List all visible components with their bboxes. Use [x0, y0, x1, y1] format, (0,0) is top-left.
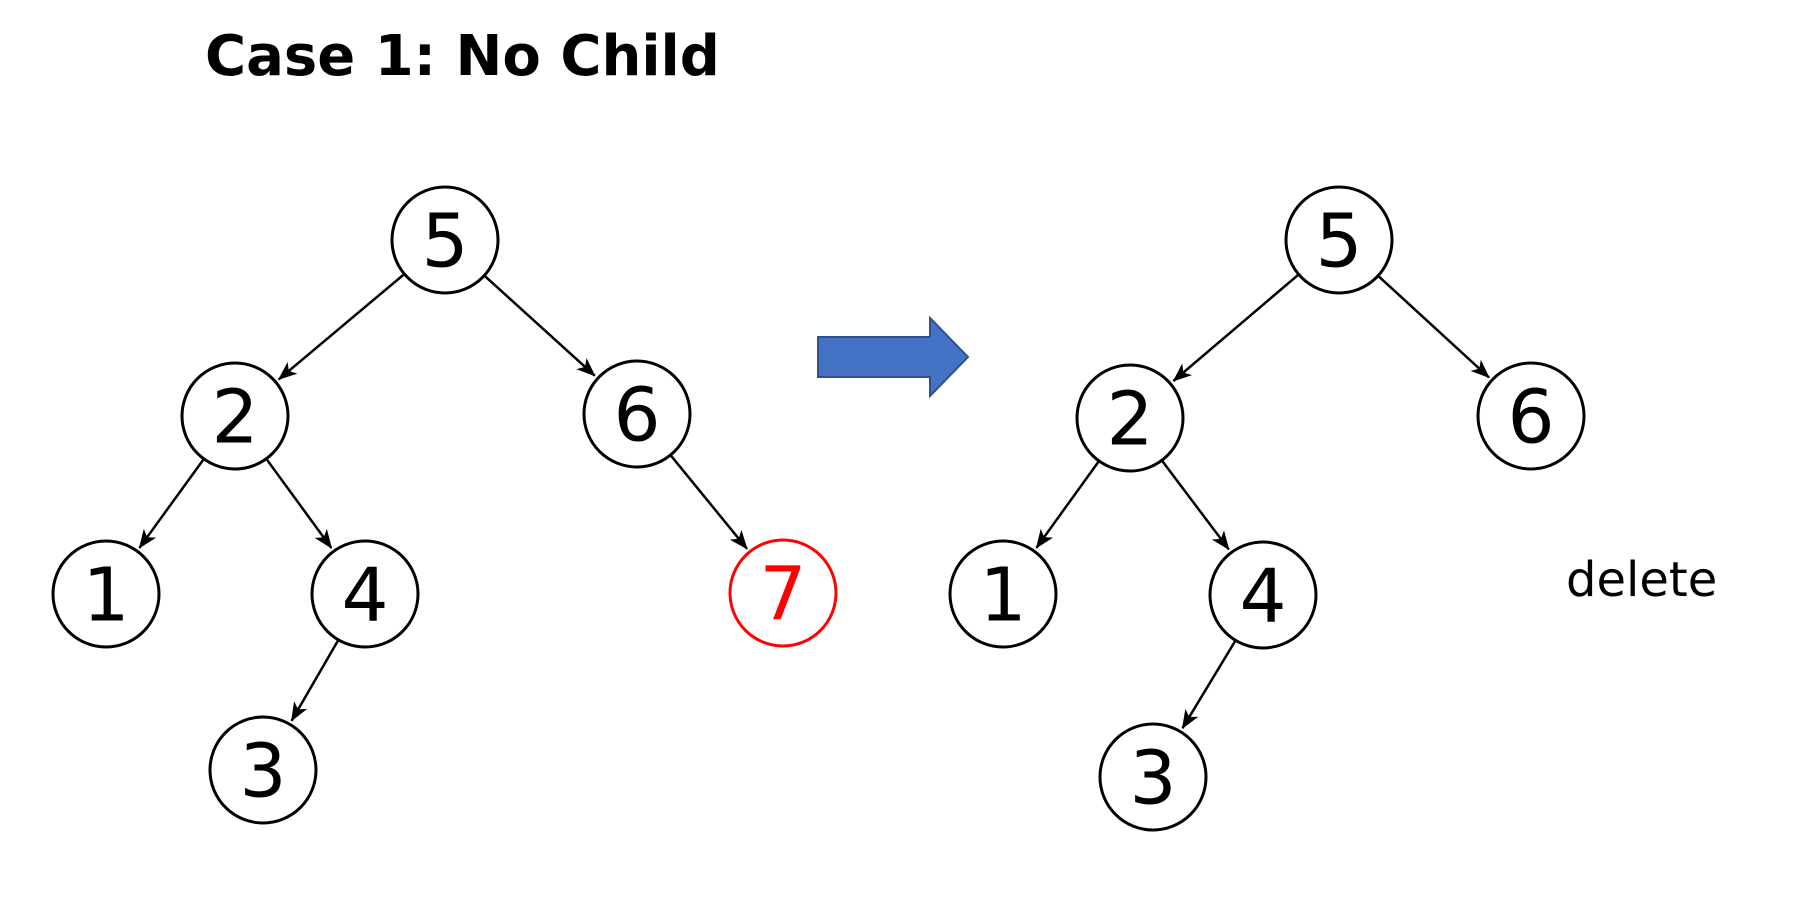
node-label: 7	[759, 552, 806, 638]
node-before-1: 1	[51, 539, 161, 649]
node-after-2: 2	[1075, 363, 1185, 473]
edge-before-5-2	[277, 273, 406, 381]
edge-after-5-2	[1172, 273, 1300, 382]
edge-before-2-1	[138, 458, 205, 549]
node-before-7: 7	[728, 538, 838, 648]
node-circle	[582, 359, 692, 469]
node-after-1: 1	[948, 539, 1058, 649]
node-label: 1	[82, 553, 129, 639]
delete-label: delete	[1566, 552, 1718, 608]
trees-layer: 5 2 6 1 4 3 7 5 2 6 1 4 3	[51, 185, 1586, 832]
node-before-3: 3	[208, 715, 318, 825]
node-label: 1	[979, 553, 1026, 639]
node-circle	[51, 539, 161, 649]
node-label: 3	[239, 729, 286, 815]
node-after-6: 6	[1476, 361, 1586, 471]
node-label: 2	[211, 375, 258, 461]
edge-before-2-4	[265, 458, 333, 549]
edge-after-4-3	[1181, 639, 1237, 730]
node-circle	[310, 539, 420, 649]
node-label: 6	[613, 373, 660, 459]
node-after-3: 3	[1098, 722, 1208, 832]
node-label: 3	[1129, 736, 1176, 822]
node-circle	[390, 185, 500, 295]
edge-before-6-7	[669, 454, 748, 550]
edge-after-2-1	[1035, 460, 1101, 549]
node-label: 6	[1507, 375, 1554, 461]
node-before-4: 4	[310, 539, 420, 649]
node-circle	[1476, 361, 1586, 471]
node-circle	[208, 715, 318, 825]
node-before-5: 5	[390, 185, 500, 295]
node-before-6: 6	[582, 359, 692, 469]
node-label: 2	[1106, 377, 1153, 463]
tree-after: 5 2 6 1 4 3	[948, 185, 1586, 832]
edge-after-2-4	[1160, 459, 1230, 551]
node-label: 4	[1239, 554, 1286, 640]
node-circle	[728, 538, 838, 648]
node-circle	[948, 539, 1058, 649]
edge-before-4-3	[290, 639, 340, 722]
node-circle	[1075, 363, 1185, 473]
node-after-4: 4	[1208, 540, 1318, 650]
node-label: 4	[341, 553, 388, 639]
node-circle	[180, 361, 290, 471]
node-circle	[1098, 722, 1208, 832]
slide-title: Case 1: No Child	[205, 24, 720, 89]
tree-before: 5 2 6 1 4 3 7	[51, 185, 838, 825]
edge-after-5-6	[1377, 274, 1490, 379]
block-arrow-icon	[817, 315, 970, 399]
node-circle	[1208, 540, 1318, 650]
node-after-5: 5	[1284, 185, 1394, 295]
edge-before-5-6	[483, 274, 596, 377]
node-before-2: 2	[180, 361, 290, 471]
node-label: 5	[421, 199, 468, 285]
node-circle	[1284, 185, 1394, 295]
node-label: 5	[1315, 199, 1362, 285]
